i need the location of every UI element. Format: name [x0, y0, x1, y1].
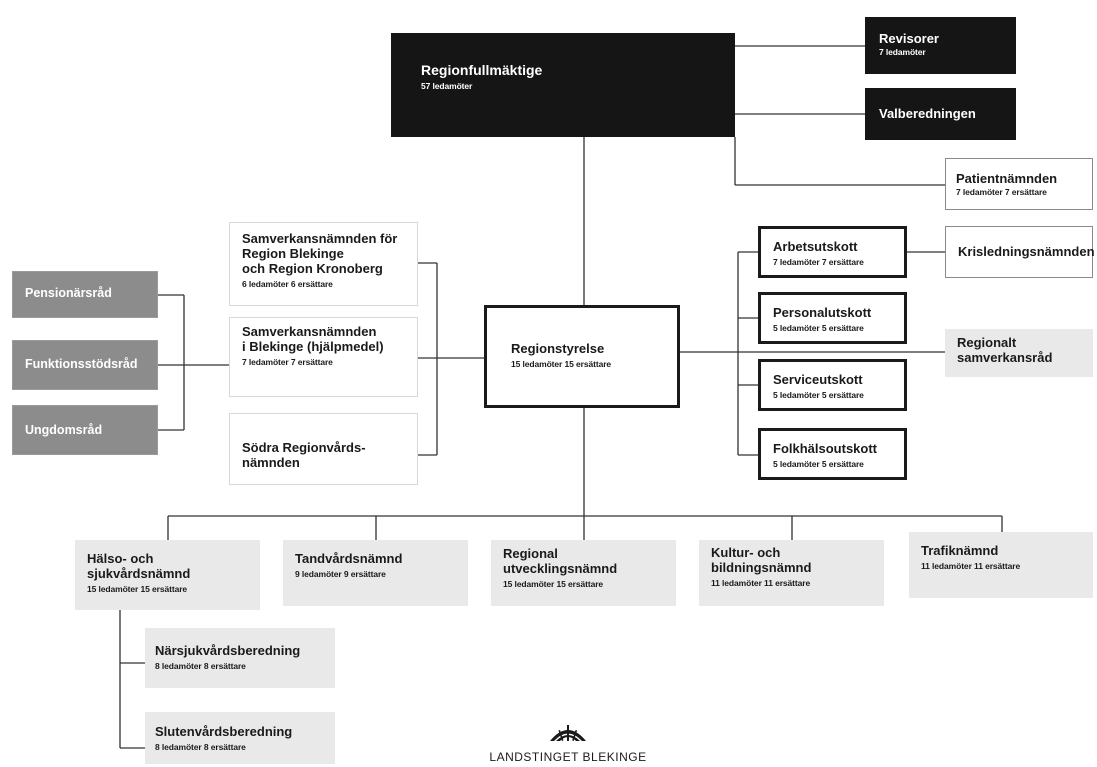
- samverkan-box-sodra: Södra Regionvårds- nämnden: [229, 413, 418, 485]
- regionstyrelse-box: Regionstyrelse 15 ledamöter 15 ersättare: [484, 305, 680, 408]
- revisorer-sub: 7 ledamöter: [879, 47, 926, 57]
- regionalt-title: Regionalt samverkansråd: [957, 335, 1053, 365]
- namnd-regional-utveckling: Regional utvecklingsnämnd 15 ledamöter 1…: [491, 540, 676, 606]
- utskott-sub: 7 ledamöter 7 ersättare: [773, 257, 864, 267]
- utskott-title: Folkhälsoutskott: [773, 441, 878, 456]
- namnd-trafik: Trafiknämnd 11 ledamöter 11 ersättare: [909, 532, 1093, 598]
- namnd-sub: 11 ledamöter 11 ersättare: [921, 561, 1021, 571]
- samverkan-title: Samverkansnämnden för Region Blekinge oc…: [242, 231, 398, 276]
- beredning-sub: 8 ledamöter 8 ersättare: [155, 661, 246, 671]
- utskott-folkhalsoutskott: Folkhälsoutskott 5 ledamöter 5 ersättare: [758, 428, 907, 480]
- council-pensionarsrad: Pensionärsråd: [12, 271, 158, 318]
- namnd-kultur-och-bildning: Kultur- och bildningsnämnd 11 ledamöter …: [699, 540, 884, 606]
- samverkan-box-blekinge: Samverkansnämnden i Blekinge (hjälpmedel…: [229, 317, 418, 397]
- namnd-sub: 11 ledamöter 11 ersättare: [711, 578, 811, 588]
- beredning-narsjukvard: Närsjukvårdsberedning 8 ledamöter 8 ersä…: [145, 628, 335, 688]
- utskott-title: Serviceutskott: [773, 372, 863, 387]
- patientnamnden-box: Patientnämnden 7 ledamöter 7 ersättare: [945, 158, 1093, 210]
- namnd-title: Trafiknämnd: [921, 543, 999, 558]
- namnd-sub: 9 ledamöter 9 ersättare: [295, 569, 386, 579]
- namnd-title: Hälso- och sjukvårdsnämnd: [87, 551, 191, 581]
- regionfullmaktige-sub: 57 ledamöter: [421, 81, 473, 91]
- samverkan-sub: 6 ledamöter 6 ersättare: [242, 279, 333, 289]
- regionalt-box: Regionalt samverkansråd: [945, 329, 1093, 377]
- valberedningen-box: Valberedningen: [865, 88, 1016, 140]
- beredning-title: Närsjukvårdsberedning: [155, 643, 301, 658]
- regionfullmaktige-box: Regionfullmäktige 57 ledamöter: [391, 33, 735, 137]
- regionstyrelse-title: Regionstyrelse: [511, 341, 605, 356]
- council-title: Funktionsstödsråd: [25, 357, 138, 371]
- samverkan-title: Samverkansnämnden i Blekinge (hjälpmedel…: [242, 324, 384, 354]
- krisledning-title: Krisledningsnämnden: [958, 244, 1095, 259]
- utskott-personalutskott: Personalutskott 5 ledamöter 5 ersättare: [758, 292, 907, 344]
- revisorer-box: Revisorer 7 ledamöter: [865, 17, 1016, 74]
- utskott-title: Arbetsutskott: [773, 239, 858, 254]
- utskott-title: Personalutskott: [773, 305, 872, 320]
- revisorer-title: Revisorer: [879, 31, 939, 46]
- utskott-arbetsutskott: Arbetsutskott 7 ledamöter 7 ersättare: [758, 226, 907, 278]
- namnd-title: Regional utvecklingsnämnd: [503, 546, 618, 576]
- samverkan-title: Södra Regionvårds- nämnden: [242, 440, 366, 470]
- patientnamnden-title: Patientnämnden: [956, 171, 1058, 186]
- council-title: Pensionärsråd: [25, 286, 112, 300]
- beredning-sub: 8 ledamöter 8 ersättare: [155, 742, 246, 752]
- regionstyrelse-sub: 15 ledamöter 15 ersättare: [511, 359, 612, 369]
- landstinget-logo: LANDSTINGET BLEKINGE: [488, 721, 648, 764]
- patientnamnden-sub: 7 ledamöter 7 ersättare: [956, 187, 1047, 197]
- council-ungdomsrad: Ungdomsråd: [12, 405, 158, 455]
- valberedningen-title: Valberedningen: [879, 106, 976, 121]
- namnd-sub: 15 ledamöter 15 ersättare: [87, 584, 188, 594]
- crown-emblem-icon: [550, 725, 586, 741]
- beredning-title: Slutenvårdsberedning: [155, 724, 293, 739]
- beredning-slutenvard: Slutenvårdsberedning 8 ledamöter 8 ersät…: [145, 712, 335, 764]
- namnd-halso-och-sjukvard: Hälso- och sjukvårdsnämnd 15 ledamöter 1…: [75, 540, 260, 610]
- utskott-sub: 5 ledamöter 5 ersättare: [773, 390, 864, 400]
- krisledning-box: Krisledningsnämnden: [945, 226, 1095, 278]
- utskott-sub: 5 ledamöter 5 ersättare: [773, 323, 864, 333]
- samverkan-box-kronoberg: Samverkansnämnden för Region Blekinge oc…: [229, 222, 418, 306]
- namnd-title: Kultur- och bildningsnämnd: [711, 545, 812, 575]
- utskott-sub: 5 ledamöter 5 ersättare: [773, 459, 864, 469]
- utskott-serviceutskott: Serviceutskott 5 ledamöter 5 ersättare: [758, 359, 907, 411]
- council-title: Ungdomsråd: [25, 423, 103, 437]
- logo-text: LANDSTINGET BLEKINGE: [489, 750, 647, 764]
- samverkan-sub: 7 ledamöter 7 ersättare: [242, 357, 333, 367]
- namnd-title: Tandvårdsnämnd: [295, 551, 403, 566]
- namnd-sub: 15 ledamöter 15 ersättare: [503, 579, 604, 589]
- council-funktionsstodsrad: Funktionsstödsråd: [12, 340, 158, 390]
- regionfullmaktige-title: Regionfullmäktige: [421, 62, 543, 78]
- namnd-tandvard: Tandvårdsnämnd 9 ledamöter 9 ersättare: [283, 540, 468, 606]
